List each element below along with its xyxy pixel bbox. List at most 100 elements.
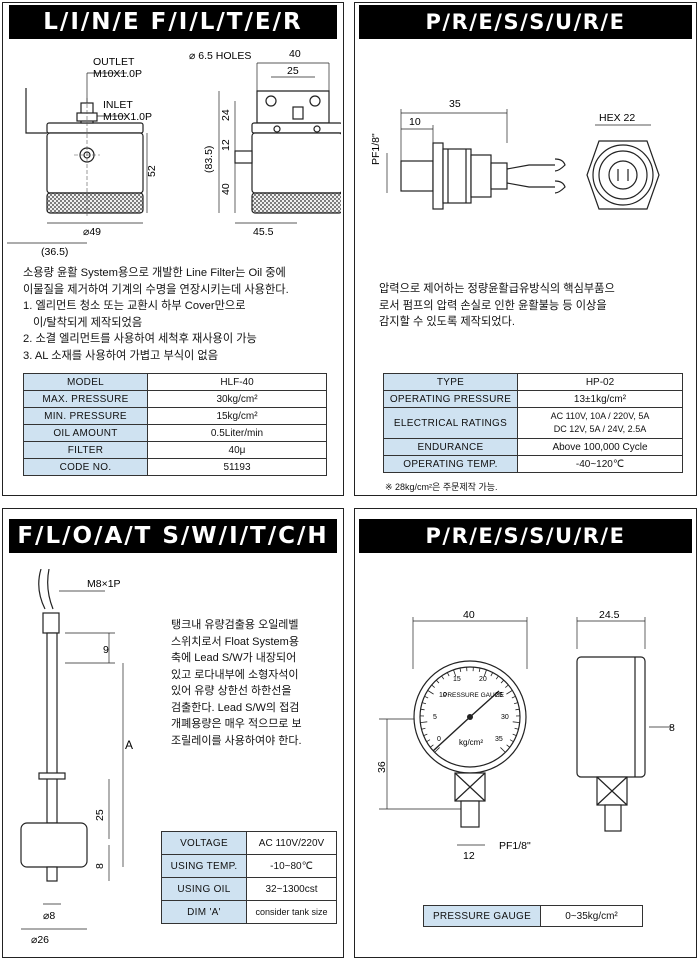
spec-key: OPERATING TEMP. <box>383 455 518 473</box>
pressure-switch-drawing: 35 10 PF1/8" HEX 22 <box>370 98 660 210</box>
pf-label: PF1/8" <box>499 840 531 852</box>
spec-value: 32~1300cst <box>246 877 337 901</box>
pressure-switch-note: ※ 28kg/cm²은 주문제작 가능. <box>385 482 498 492</box>
gauge-tick <box>420 721 428 723</box>
dim-25: 25 <box>287 65 299 77</box>
inlet-label: INLET <box>103 99 133 111</box>
gauge-tick <box>421 702 427 705</box>
spec-key: VOLTAGE <box>161 831 247 855</box>
gauge-scale-0: 0 <box>437 736 441 743</box>
dim-26: ⌀26 <box>31 934 49 946</box>
spec-value: AC 110V/220V <box>246 831 337 855</box>
gauge-tick <box>423 733 428 736</box>
gauge-tick <box>500 747 506 753</box>
spec-value: Above 100,000 Cycle <box>517 438 683 456</box>
desc-line: 3. AL 소재를 사용하여 가볍고 부식이 없음 <box>23 349 219 362</box>
gauge-tick <box>478 667 481 673</box>
gauge-tick <box>490 672 494 677</box>
float-switch-description: 탱크내 유량검출용 오일레벨 스위치로서 Float System용 축에 Le… <box>171 617 337 749</box>
gauge-scale-15: 15 <box>453 676 461 683</box>
spec-value: 51193 <box>147 458 327 476</box>
spec-key: DIM 'A' <box>161 900 247 924</box>
pressure-gauge-panel: P/R/E/S/S/U/R/E G/A/U/G/E <box>354 508 697 958</box>
spec-value: -10~80℃ <box>246 854 337 878</box>
desc-line: 있고 로다내부에 소형자석이 <box>171 668 299 681</box>
spec-key: ELECTRICAL RATINGS <box>383 407 518 439</box>
line-filter-description: 소용량 윤활 System용으로 개발한 Line Filter는 Oil 중에… <box>23 265 341 364</box>
desc-line: 2. 소결 엘리먼트를 사용하여 세척후 재사용이 가능 <box>23 333 257 345</box>
outlet-thread-label: M10X1.0P <box>93 68 142 80</box>
gauge-tick <box>506 690 513 695</box>
spec-value: 0.5Liter/min <box>147 424 327 442</box>
spec-value: -40~120℃ <box>517 455 683 473</box>
pressure-gauge-title: P/R/E/S/S/U/R/E G/A/U/G/E <box>359 519 692 582</box>
holes-label: ⌀ 6.5 HOLES <box>189 50 251 62</box>
gauge-scale-ticks <box>420 667 520 753</box>
desc-line: 이물질을 제거하여 기계의 수명을 연장시키는데 사용한다. <box>23 283 289 296</box>
spec-value: HP-02 <box>517 373 683 391</box>
desc-line: 스위치로서 Float System용 <box>171 635 299 648</box>
dim-24-5: 24.5 <box>599 609 620 621</box>
gauge-tick <box>515 708 520 711</box>
dim-a: A <box>125 738 133 752</box>
gauge-tick <box>421 727 426 730</box>
pressure-switch-description: 압력으로 제어하는 정량윤활급유방식의 핵심부품으 로서 펌프의 압력 손실로 … <box>379 281 691 331</box>
gauge-tick <box>429 744 434 748</box>
hex-label: HEX 22 <box>599 112 635 124</box>
dim-40-vert: 40 <box>220 183 232 195</box>
spec-key: PRESSURE GAUGE <box>423 905 541 927</box>
spec-key: MIN. PRESSURE <box>23 407 148 425</box>
gauge-tick <box>505 684 509 688</box>
gauge-tick <box>431 684 435 688</box>
spec-key: MODEL <box>23 373 148 391</box>
spec-key: CODE NO. <box>23 458 148 476</box>
gauge-unit: kg/cm² <box>459 738 483 747</box>
pressure-gauge-drawing: 0 5 10 15 20 25 30 35 PRESSURE GAUGE kg/… <box>376 609 675 862</box>
gauge-tick <box>509 739 514 743</box>
dim-36-5: (36.5) <box>41 246 68 258</box>
dim-36: 36 <box>376 761 388 773</box>
spec-value: 15kg/cm² <box>147 407 327 425</box>
gauge-scale-35: 35 <box>495 736 503 743</box>
dim-8: 8 <box>669 722 675 734</box>
gauge-tick <box>427 690 434 695</box>
dim-24: 24 <box>220 109 232 121</box>
gauge-tick <box>441 675 445 680</box>
desc-line: 검출한다. Lead S/W의 접검 <box>171 701 300 714</box>
spec-key: USING OIL <box>161 877 247 901</box>
gauge-tick <box>483 669 487 677</box>
spec-key: OIL AMOUNT <box>23 424 148 442</box>
desc-line: 로서 펌프의 압력 손실로 인한 윤활불능 등 이상을 <box>379 299 607 312</box>
desc-line: 감지할 수 있도록 제작되었다. <box>379 316 515 328</box>
spec-value: 30kg/cm² <box>147 390 327 408</box>
gauge-tick <box>446 672 450 677</box>
pressure-switch-panel: P/R/E/S/S/U/R/E S/W/I/T/C/H <box>354 2 697 496</box>
pf-label: PF1/8" <box>370 133 382 165</box>
gauge-tick <box>512 733 517 736</box>
float-switch-drawing: M8×1P 9 A 25 8 ⌀8 ⌀26 <box>20 569 133 946</box>
spec-value: 13±1kg/cm² <box>517 390 683 408</box>
gauge-tick <box>424 695 429 699</box>
spec-value-line: AC 110V, 10A / 220V, 5A <box>550 411 650 421</box>
spec-value: 0~35kg/cm² <box>540 905 643 927</box>
desc-line: 압력으로 제어하는 정량윤활급유방식의 핵심부품으 <box>379 283 615 295</box>
gauge-face-title: PRESSURE GAUGE <box>443 692 505 699</box>
line-filter-panel: L/I/N/E F/I/L/T/E/R <box>2 2 344 496</box>
gauge-scale-20: 20 <box>479 676 487 683</box>
float-switch-title: F/L/O/A/T S/W/I/T/C/H <box>9 519 337 553</box>
gauge-scale-5: 5 <box>433 714 437 721</box>
spec-value: HLF-40 <box>147 373 327 391</box>
desc-line: 축에 Lead S/W가 내장되어 <box>171 652 297 664</box>
spec-key: TYPE <box>383 373 518 391</box>
gauge-tick <box>512 721 520 723</box>
